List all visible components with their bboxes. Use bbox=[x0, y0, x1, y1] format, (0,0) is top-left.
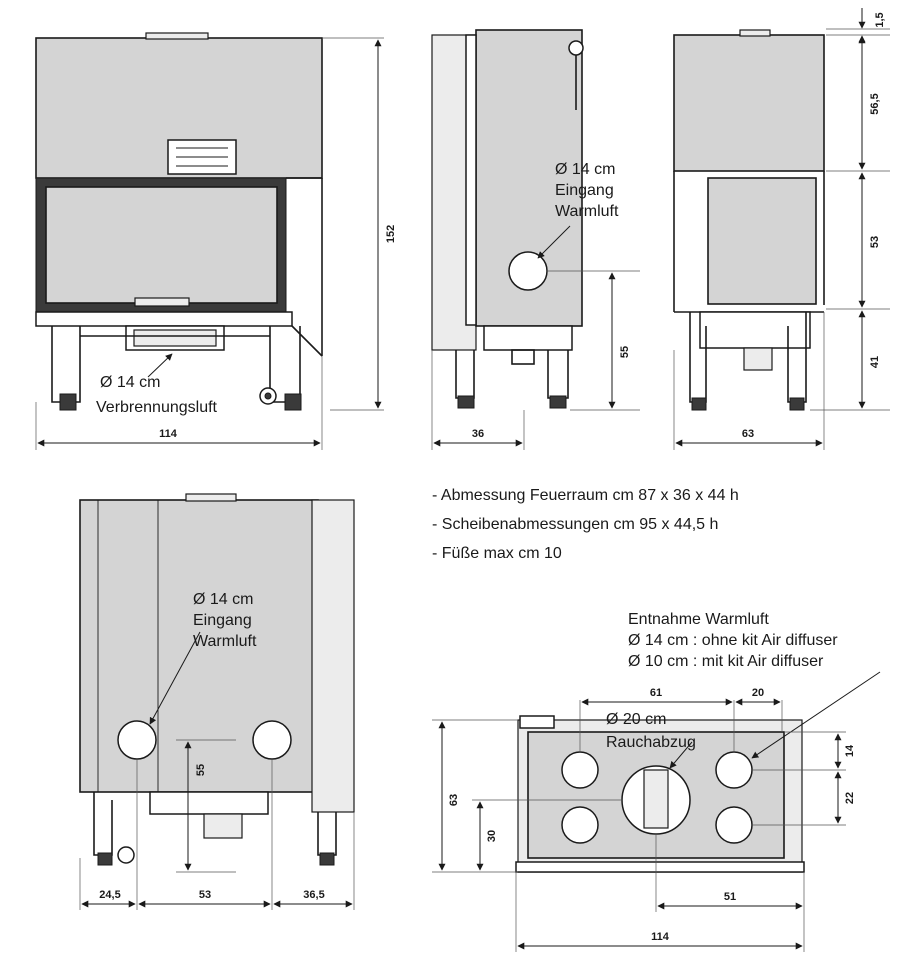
front-height-dim: 152 bbox=[385, 225, 397, 243]
flue-diameter: Ø 20 cm bbox=[606, 711, 666, 728]
right-dim-middle: 53 bbox=[869, 236, 881, 248]
side-warm-air-height-dim: 55 bbox=[619, 346, 631, 358]
side-warm-air-inlet bbox=[508, 251, 548, 291]
top-dim-63: 63 bbox=[448, 794, 460, 806]
rear-warm-air-label-1: Eingang bbox=[193, 612, 252, 629]
front-view: 114 152 Ø 14 cm Verbrennungsluft bbox=[35, 32, 397, 450]
front-width-dim: 114 bbox=[159, 428, 178, 440]
top-dim-51: 51 bbox=[724, 891, 736, 903]
rear-warm-air-label-2: Warmluft bbox=[193, 633, 257, 650]
right-dim-lower: 41 bbox=[869, 356, 881, 368]
right-dim-upper: 56,5 bbox=[869, 93, 881, 114]
flue-label: Rauchabzug bbox=[606, 734, 696, 751]
side-view: 55 Ø 14 cm Eingang Warmluft 36 bbox=[431, 29, 640, 450]
side-warm-air-label-2: Warmluft bbox=[555, 203, 619, 220]
outlet-title: Entnahme Warmluft bbox=[628, 611, 769, 628]
top-dim-30: 30 bbox=[486, 830, 498, 842]
right-dim-top: 1,5 bbox=[874, 12, 886, 27]
right-window bbox=[707, 177, 817, 305]
rear-warm-air-inlet-left bbox=[117, 720, 157, 760]
outlet-bottom-left bbox=[561, 806, 599, 844]
front-glass bbox=[45, 186, 278, 304]
rear-warm-air-diameter: Ø 14 cm bbox=[193, 591, 253, 608]
spec-glass: - Scheibenabmessungen cm 95 x 44,5 h bbox=[432, 516, 719, 533]
right-view: 63 1,5 56,5 53 41 bbox=[673, 8, 890, 450]
top-dim-22: 22 bbox=[844, 792, 856, 804]
rear-dim-left: 24,5 bbox=[99, 889, 120, 901]
side-warm-air-label-1: Eingang bbox=[555, 182, 614, 199]
rear-dim-center: 53 bbox=[199, 889, 211, 901]
top-dim-14: 14 bbox=[844, 744, 856, 757]
outlet-top-left bbox=[561, 751, 599, 789]
rear-height-dim: 55 bbox=[195, 764, 207, 776]
outlet-bottom-right bbox=[715, 806, 753, 844]
combustion-air-label: Verbrennungsluft bbox=[96, 399, 218, 416]
right-hood bbox=[673, 34, 825, 172]
side-warm-air-diameter: Ø 14 cm bbox=[555, 161, 615, 178]
outlet-14: Ø 14 cm : ohne kit Air diffuser bbox=[628, 632, 838, 649]
spec-feet: - Füße max cm 10 bbox=[432, 545, 562, 562]
rear-view: Ø 14 cm Eingang Warmluft 55 24,5 53 36,5 bbox=[79, 493, 355, 910]
top-view: Ø 20 cm Rauchabzug Entnahme Warmluft Ø 1… bbox=[432, 611, 881, 952]
top-dim-20: 20 bbox=[752, 687, 764, 699]
top-dim-61: 61 bbox=[650, 687, 662, 699]
spec-firebox: - Abmessung Feuerraum cm 87 x 36 x 44 h bbox=[432, 487, 739, 504]
combustion-air-diameter: Ø 14 cm bbox=[100, 374, 160, 391]
top-dim-114: 114 bbox=[651, 931, 670, 943]
right-depth-dim: 63 bbox=[742, 428, 754, 440]
outlet-top-right bbox=[715, 751, 753, 789]
rear-warm-air-inlet-right bbox=[252, 720, 292, 760]
side-depth-dim: 36 bbox=[472, 428, 484, 440]
outlet-10: Ø 10 cm : mit kit Air diffuser bbox=[628, 653, 824, 670]
rear-dim-right: 36,5 bbox=[303, 889, 324, 901]
